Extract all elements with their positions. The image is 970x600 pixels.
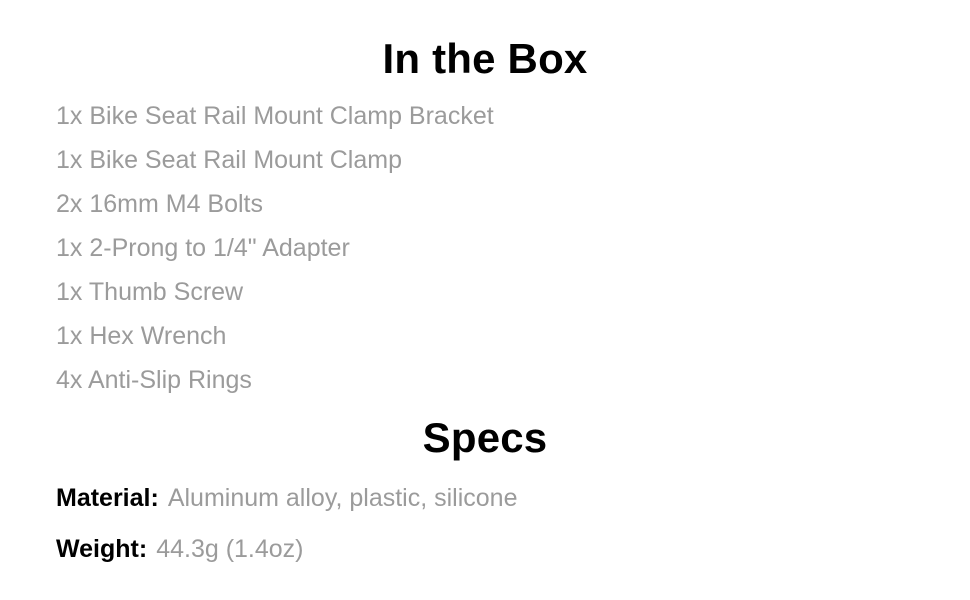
list-item: 1x Bike Seat Rail Mount Clamp Bracket: [56, 102, 494, 130]
list-item: 1x Hex Wrench: [56, 322, 227, 350]
list-item: 1x 2-Prong to 1/4" Adapter: [56, 234, 350, 262]
in-the-box-list: 1x Bike Seat Rail Mount Clamp Bracket 1x…: [56, 96, 494, 404]
spec-value-material: Aluminum alloy, plastic, silicone: [167, 484, 518, 512]
list-item: 1x Bike Seat Rail Mount Clamp: [56, 146, 402, 174]
list-item: 2x 16mm M4 Bolts: [56, 190, 264, 218]
specs-heading: Specs: [422, 414, 548, 461]
spec-row-material: Material: Aluminum alloy, plastic, silico…: [56, 481, 517, 515]
spec-label-material: Material:: [56, 484, 159, 512]
in-the-box-heading: In the Box: [382, 35, 588, 82]
list-item: 1x Thumb Screw: [56, 278, 244, 306]
spec-value-weight: 44.3g (1.4oz): [156, 535, 304, 563]
spec-label-weight: Weight:: [56, 535, 148, 563]
spec-row-weight: Weight: 44.3g (1.4oz): [56, 532, 304, 566]
list-item: 4x Anti-Slip Rings: [56, 366, 252, 394]
